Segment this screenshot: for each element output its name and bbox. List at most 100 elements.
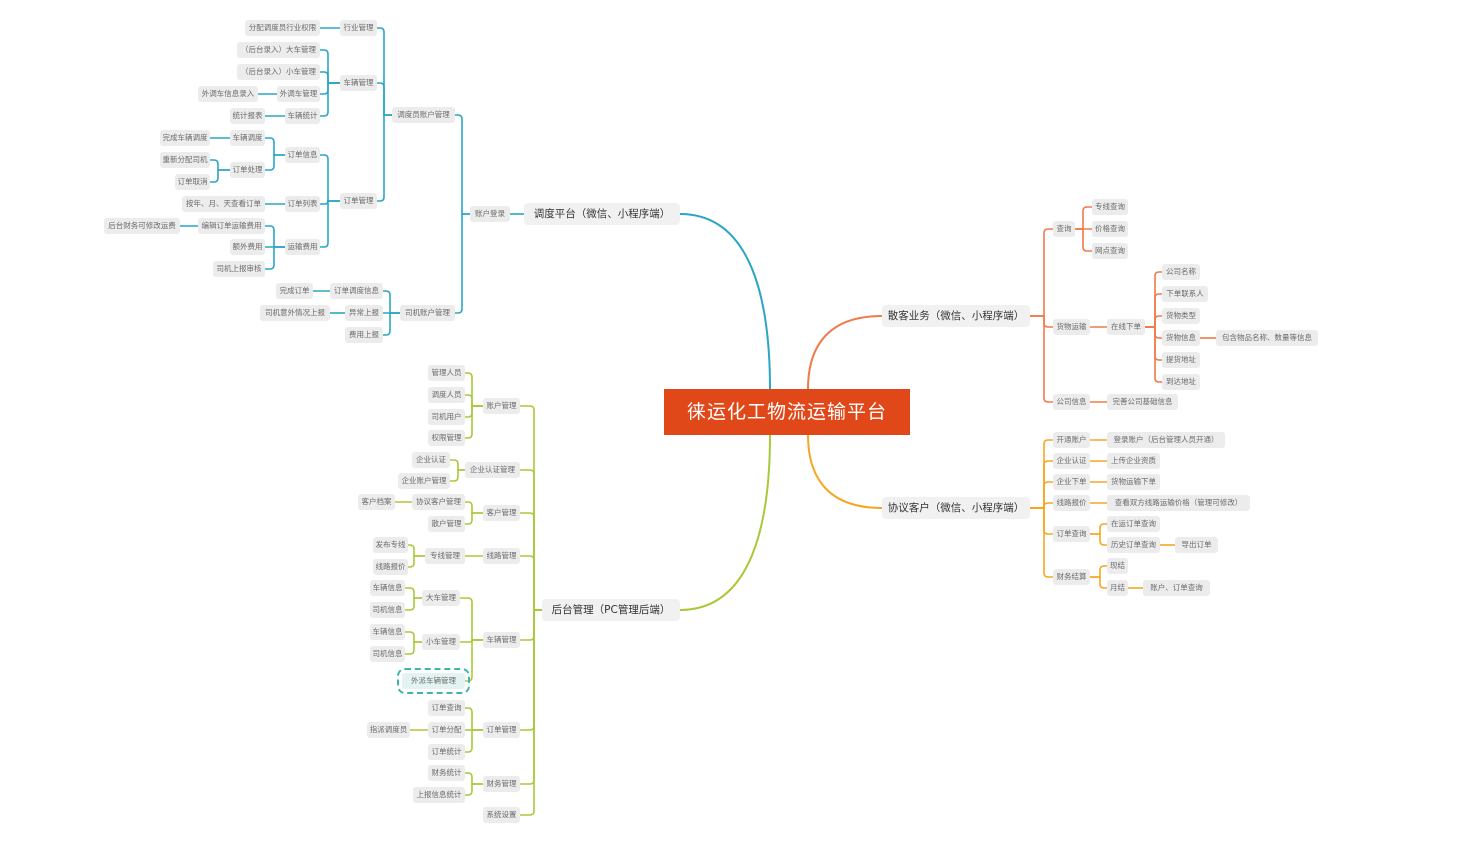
leaf-topic-node[interactable]: 外调车信息录入 — [198, 86, 258, 102]
leaf-topic-node[interactable]: 现结 — [1107, 558, 1128, 574]
leaf-topic-node[interactable]: 完成订单 — [276, 283, 313, 299]
leaf-topic-node[interactable]: 管理人员 — [428, 365, 465, 381]
leaf-topic-node[interactable]: 司机用户 — [428, 409, 465, 425]
leaf-topic-node[interactable]: 外派车辆管理 — [397, 668, 470, 694]
leaf-topic-node[interactable]: 包含物品名称、数量等信息 — [1216, 330, 1318, 346]
topic-node[interactable]: 司机账户管理 — [400, 305, 455, 321]
topic-node[interactable]: 车辆管理 — [340, 75, 377, 91]
topic-node[interactable]: 外调车管理 — [277, 86, 320, 102]
leaf-topic-node[interactable]: 到达地址 — [1162, 374, 1200, 390]
topic-node[interactable]: 运输费用 — [285, 239, 320, 255]
topic-node[interactable]: 订单查询 — [1053, 526, 1090, 542]
leaf-topic-node[interactable]: 司机信息 — [370, 602, 405, 618]
topic-node[interactable]: 在线下单 — [1107, 319, 1145, 335]
leaf-topic-node[interactable]: 统计报表 — [230, 108, 265, 124]
topic-node[interactable]: 车辆统计 — [285, 108, 320, 124]
leaf-topic-node[interactable]: 专线查询 — [1092, 199, 1128, 215]
leaf-topic-node[interactable]: 指派调度员 — [367, 722, 410, 738]
leaf-topic-node[interactable]: 网点查询 — [1092, 243, 1128, 259]
topic-node[interactable]: 订单管理 — [340, 193, 377, 209]
branch-topic[interactable]: 调度平台（微信、小程序端） — [524, 203, 680, 225]
topic-node[interactable]: 线路管理 — [483, 548, 520, 564]
branch-topic[interactable]: 散客业务（微信、小程序端） — [882, 305, 1030, 327]
topic-node[interactable]: 小车管理 — [422, 634, 460, 650]
leaf-topic-node[interactable]: （后台录入）小车管理 — [237, 64, 320, 80]
leaf-topic-node[interactable]: 提货地址 — [1162, 352, 1200, 368]
leaf-topic-node[interactable]: 账户、订单查询 — [1143, 580, 1210, 596]
leaf-topic-node[interactable]: 分配调度员行业权限 — [245, 20, 320, 36]
leaf-topic-node[interactable]: 散户管理 — [428, 516, 465, 532]
topic-node[interactable]: 企业认证 — [1053, 453, 1090, 469]
topic-node[interactable]: 车辆管理 — [483, 632, 520, 648]
leaf-topic-node[interactable]: 下单联系人 — [1162, 286, 1208, 302]
topic-node[interactable]: 月结 — [1107, 580, 1128, 596]
leaf-topic-node[interactable]: 货物类型 — [1162, 308, 1200, 324]
topic-node[interactable]: 编辑订单运输费用 — [198, 218, 265, 234]
leaf-topic-node[interactable]: 完善公司基础信息 — [1107, 394, 1178, 410]
topic-node[interactable]: 订单管理 — [483, 722, 520, 738]
topic-node[interactable]: 协议客户管理 — [412, 494, 465, 510]
leaf-topic-node[interactable]: 在运订单查询 — [1107, 516, 1160, 532]
branch-topic[interactable]: 协议客户（微信、小程序端） — [882, 497, 1030, 519]
leaf-topic-node[interactable]: 费用上报 — [345, 327, 383, 343]
central-topic[interactable]: 徕运化工物流运输平台 — [664, 389, 910, 435]
leaf-topic-node[interactable]: 企业认证 — [412, 452, 450, 468]
topic-node[interactable]: 订单列表 — [285, 196, 320, 212]
topic-node[interactable]: 订单处理 — [230, 162, 265, 178]
leaf-topic-node[interactable]: 订单取消 — [175, 174, 210, 190]
topic-node[interactable]: 货物信息 — [1162, 330, 1200, 346]
topic-node[interactable]: 财务结算 — [1053, 569, 1090, 585]
topic-node[interactable]: 车辆调度 — [230, 130, 265, 146]
leaf-topic-node[interactable]: 企业账户管理 — [398, 473, 450, 489]
leaf-topic-node[interactable]: 导出订单 — [1175, 537, 1218, 553]
leaf-topic-node[interactable]: 额外费用 — [230, 239, 265, 255]
topic-node[interactable]: 客户管理 — [483, 505, 520, 521]
topic-node[interactable]: 订单信息 — [285, 147, 320, 163]
topic-node[interactable]: 账户登录 — [470, 206, 510, 222]
topic-node[interactable]: 公司信息 — [1053, 394, 1090, 410]
topic-node[interactable]: 专线管理 — [425, 548, 465, 564]
leaf-topic-node[interactable]: 上传企业资质 — [1107, 453, 1160, 469]
leaf-topic-node[interactable]: 线路报价 — [373, 559, 408, 575]
topic-node[interactable]: 开通账户 — [1053, 432, 1090, 448]
leaf-topic-node[interactable]: 权限管理 — [428, 430, 465, 446]
leaf-topic-node[interactable]: （后台录入）大车管理 — [237, 42, 320, 58]
topic-node[interactable]: 线路报价 — [1053, 495, 1090, 511]
leaf-topic-node[interactable]: 货物运输下单 — [1107, 474, 1160, 490]
topic-node[interactable]: 调度员账户管理 — [392, 107, 455, 123]
leaf-topic-node[interactable]: 完成车辆调度 — [160, 130, 210, 146]
leaf-topic-node[interactable]: 后台财务可修改运费 — [104, 218, 180, 234]
leaf-topic-node[interactable]: 财务统计 — [428, 765, 465, 781]
leaf-topic-node[interactable]: 查看双方线路运输价格（管理可修改） — [1107, 495, 1250, 511]
leaf-topic-node[interactable]: 系统设置 — [483, 807, 520, 823]
leaf-topic-node[interactable]: 司机信息 — [370, 646, 405, 662]
leaf-topic-node[interactable]: 车辆信息 — [370, 580, 405, 596]
topic-node[interactable]: 账户管理 — [483, 398, 520, 414]
topic-node[interactable]: 财务管理 — [483, 776, 520, 792]
topic-node[interactable]: 查询 — [1053, 221, 1075, 237]
leaf-topic-node[interactable]: 车辆信息 — [370, 624, 405, 640]
topic-node[interactable]: 大车管理 — [422, 590, 460, 606]
leaf-topic-node[interactable]: 按年、月、天查看订单 — [182, 196, 265, 212]
leaf-topic-node[interactable]: 登录账户（后台管理人员开通） — [1107, 432, 1225, 448]
leaf-topic-node[interactable]: 上报信息统计 — [413, 787, 465, 803]
leaf-topic-node[interactable]: 价格查询 — [1092, 221, 1128, 237]
topic-node[interactable]: 历史订单查询 — [1107, 537, 1160, 553]
topic-node[interactable]: 企业认证管理 — [465, 462, 520, 478]
leaf-topic-node[interactable]: 公司名称 — [1162, 264, 1200, 280]
topic-node[interactable]: 订单分配 — [428, 722, 465, 738]
leaf-topic-node[interactable]: 客户档案 — [358, 494, 395, 510]
topic-node[interactable]: 异常上报 — [345, 305, 383, 321]
leaf-topic-node[interactable]: 司机意外情况上报 — [260, 305, 330, 321]
branch-topic[interactable]: 后台管理（PC管理后端） — [542, 599, 680, 621]
leaf-topic-node[interactable]: 订单查询 — [428, 700, 465, 716]
topic-node[interactable]: 行业管理 — [340, 20, 377, 36]
topic-node[interactable]: 订单调度信息 — [330, 283, 383, 299]
leaf-topic-node[interactable]: 调度人员 — [428, 387, 465, 403]
topic-node[interactable]: 货物运输 — [1053, 319, 1090, 335]
leaf-topic-node[interactable]: 司机上报审核 — [213, 261, 265, 277]
leaf-topic-node[interactable]: 重新分配司机 — [160, 152, 210, 168]
leaf-topic-node[interactable]: 订单统计 — [428, 744, 465, 760]
leaf-topic-node[interactable]: 发布专线 — [373, 537, 408, 553]
topic-node[interactable]: 企业下单 — [1053, 474, 1090, 490]
